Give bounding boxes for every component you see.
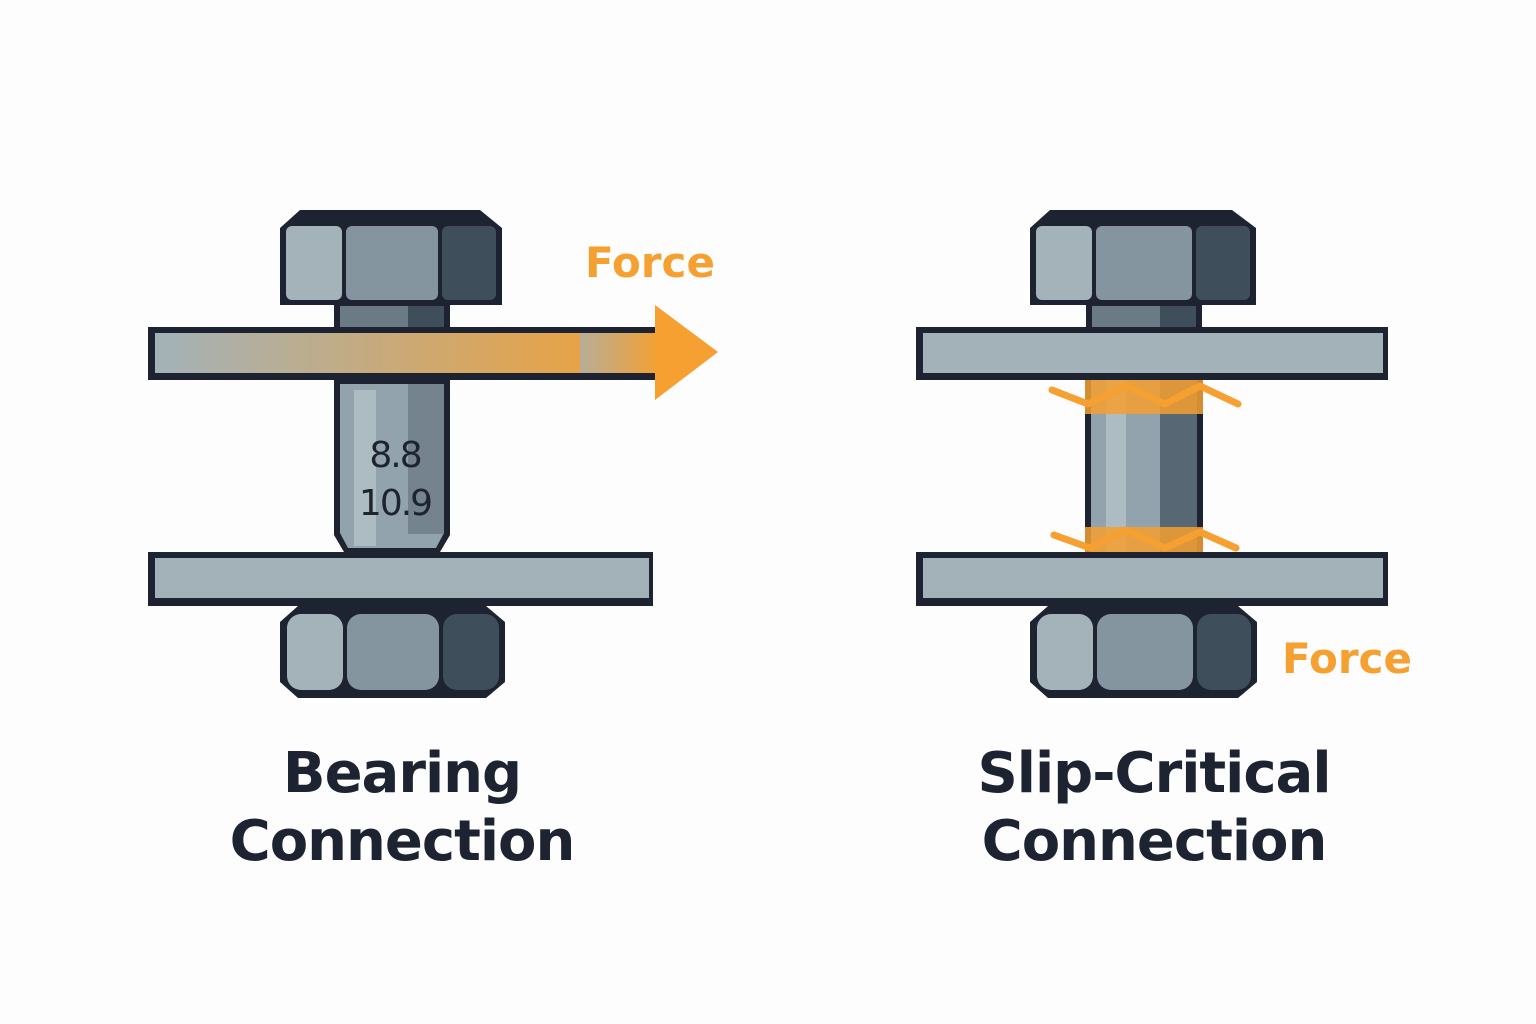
slip-critical-connection-diagram [916,210,1388,698]
force-label-bearing: Force [585,238,715,287]
bolt-head [280,210,502,305]
nut [1030,606,1257,698]
bearing-connection-title: Bearing Connection [152,740,652,876]
title-line-1: Bearing [282,741,522,806]
bolt-grade-8-8: 8.8 [369,435,422,476]
nut [280,606,505,698]
bearing-connection-diagram [148,210,718,698]
bolt-head [1030,210,1256,305]
slip-critical-connection-title: Slip-Critical Connection [904,740,1404,876]
bolt-shank [334,380,450,552]
friction-zone-bottom [1050,526,1240,552]
friction-zone-top [1048,380,1242,414]
title-line-1: Slip-Critical [977,741,1331,806]
bolt-grade-10-9: 10.9 [358,483,433,524]
title-line-2: Connection [981,809,1328,874]
title-line-2: Connection [229,809,576,874]
bottom-plate [916,552,1388,606]
top-plate [916,327,1388,380]
force-arrow [655,305,718,400]
bottom-plate [148,552,653,606]
force-label-slip-critical: Force [1282,634,1412,683]
